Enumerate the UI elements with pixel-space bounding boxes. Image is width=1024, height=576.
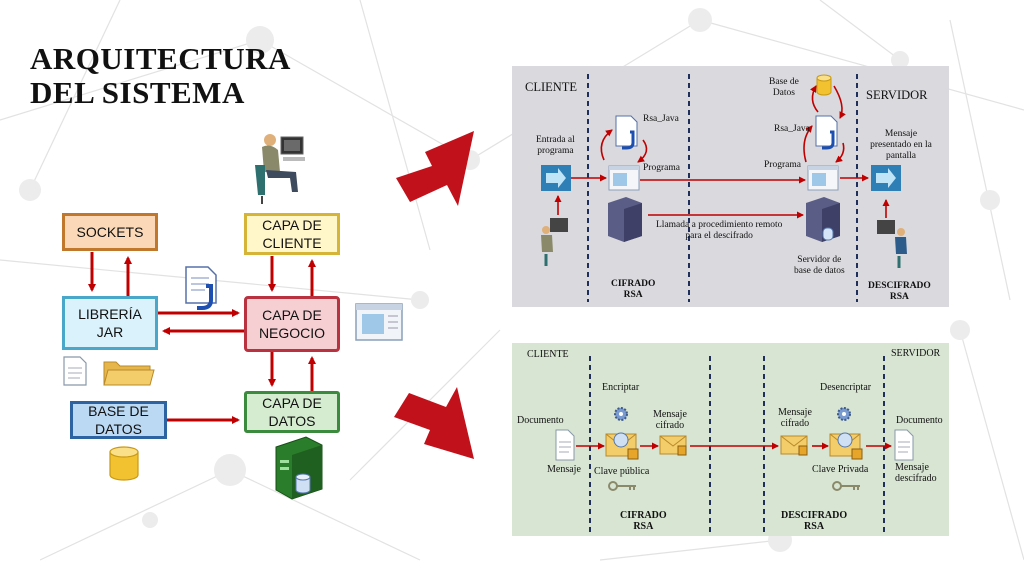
title-line-2: DEL SISTEMA xyxy=(30,75,245,110)
base-datos-icon xyxy=(816,74,832,96)
programa-window-left xyxy=(608,165,640,191)
crypto-clave-publica: Clave pública xyxy=(594,466,650,477)
base-datos-box: BASE DE DATOS xyxy=(70,401,167,439)
gear-icon-left xyxy=(614,407,628,421)
rsa-java-icon-right xyxy=(815,115,838,150)
crypto-cliente-label: CLIENTE xyxy=(527,349,569,360)
database-cylinder-icon xyxy=(109,446,139,481)
salida-icon xyxy=(871,165,901,191)
gear-icon-right xyxy=(837,407,851,421)
encriptar-envelope-icon xyxy=(605,432,639,460)
big-arrow-down xyxy=(394,387,474,459)
crypto-mensaje-left: Mensaje xyxy=(547,464,581,475)
rpc-servidor-label: SERVIDOR xyxy=(866,88,928,102)
capa-datos-box: CAPA DE DATOS xyxy=(244,391,340,433)
entrada-icon xyxy=(541,165,571,191)
key-icon-right xyxy=(832,481,860,491)
server-left-icon xyxy=(608,197,642,242)
rpc-rsa-java-left: Rsa_Java xyxy=(643,114,679,124)
crypto-panel xyxy=(512,343,949,536)
server-right-icon xyxy=(806,197,840,242)
folder-icon xyxy=(103,361,155,386)
desencriptar-envelope-icon xyxy=(829,432,863,460)
big-arrow-up xyxy=(396,131,474,206)
rpc-rsa-java-right: Rsa_Java xyxy=(774,124,810,134)
rpc-programa-right: Programa xyxy=(764,160,801,170)
rsa-java-icon-left xyxy=(615,115,638,150)
crypto-documento-right: Documento xyxy=(896,415,943,426)
title-line-1: ARQUITECTURA xyxy=(30,41,291,76)
capa-negocio-box: CAPA DE NEGOCIO xyxy=(244,296,340,352)
capa-cliente-box: CAPA DE CLIENTE xyxy=(244,213,340,255)
sockets-box: SOCKETS xyxy=(62,213,158,251)
java-document-icon xyxy=(185,266,217,310)
page-title: ARQUITECTURA DEL SISTEMA xyxy=(30,42,291,110)
window-icon xyxy=(355,303,403,341)
file-icon xyxy=(63,356,87,386)
rpc-cliente-label: CLIENTE xyxy=(525,80,578,94)
mensaje-cifrado-icon-left xyxy=(659,435,687,456)
rpc-programa-left: Programa xyxy=(643,163,680,173)
crypto-desencriptar-label: Desencriptar xyxy=(820,382,872,393)
programa-window-right xyxy=(807,165,839,191)
crypto-encriptar-label: Encriptar xyxy=(602,382,640,393)
documento-icon-left xyxy=(555,429,575,461)
crypto-documento-left: Documento xyxy=(517,415,564,426)
libreria-jar-box: LIBRERÍA JAR xyxy=(62,296,158,350)
user-computer-icon xyxy=(255,134,305,204)
user-left-icon xyxy=(541,218,568,266)
user-right-icon xyxy=(877,220,907,268)
crypto-clave-privada: Clave Privada xyxy=(812,464,869,475)
key-icon-left xyxy=(608,481,636,491)
crypto-servidor-label: SERVIDOR xyxy=(891,348,941,359)
mensaje-cifrado-icon-right xyxy=(780,435,808,456)
documento-icon-right xyxy=(894,429,914,461)
server-icon xyxy=(275,436,323,500)
